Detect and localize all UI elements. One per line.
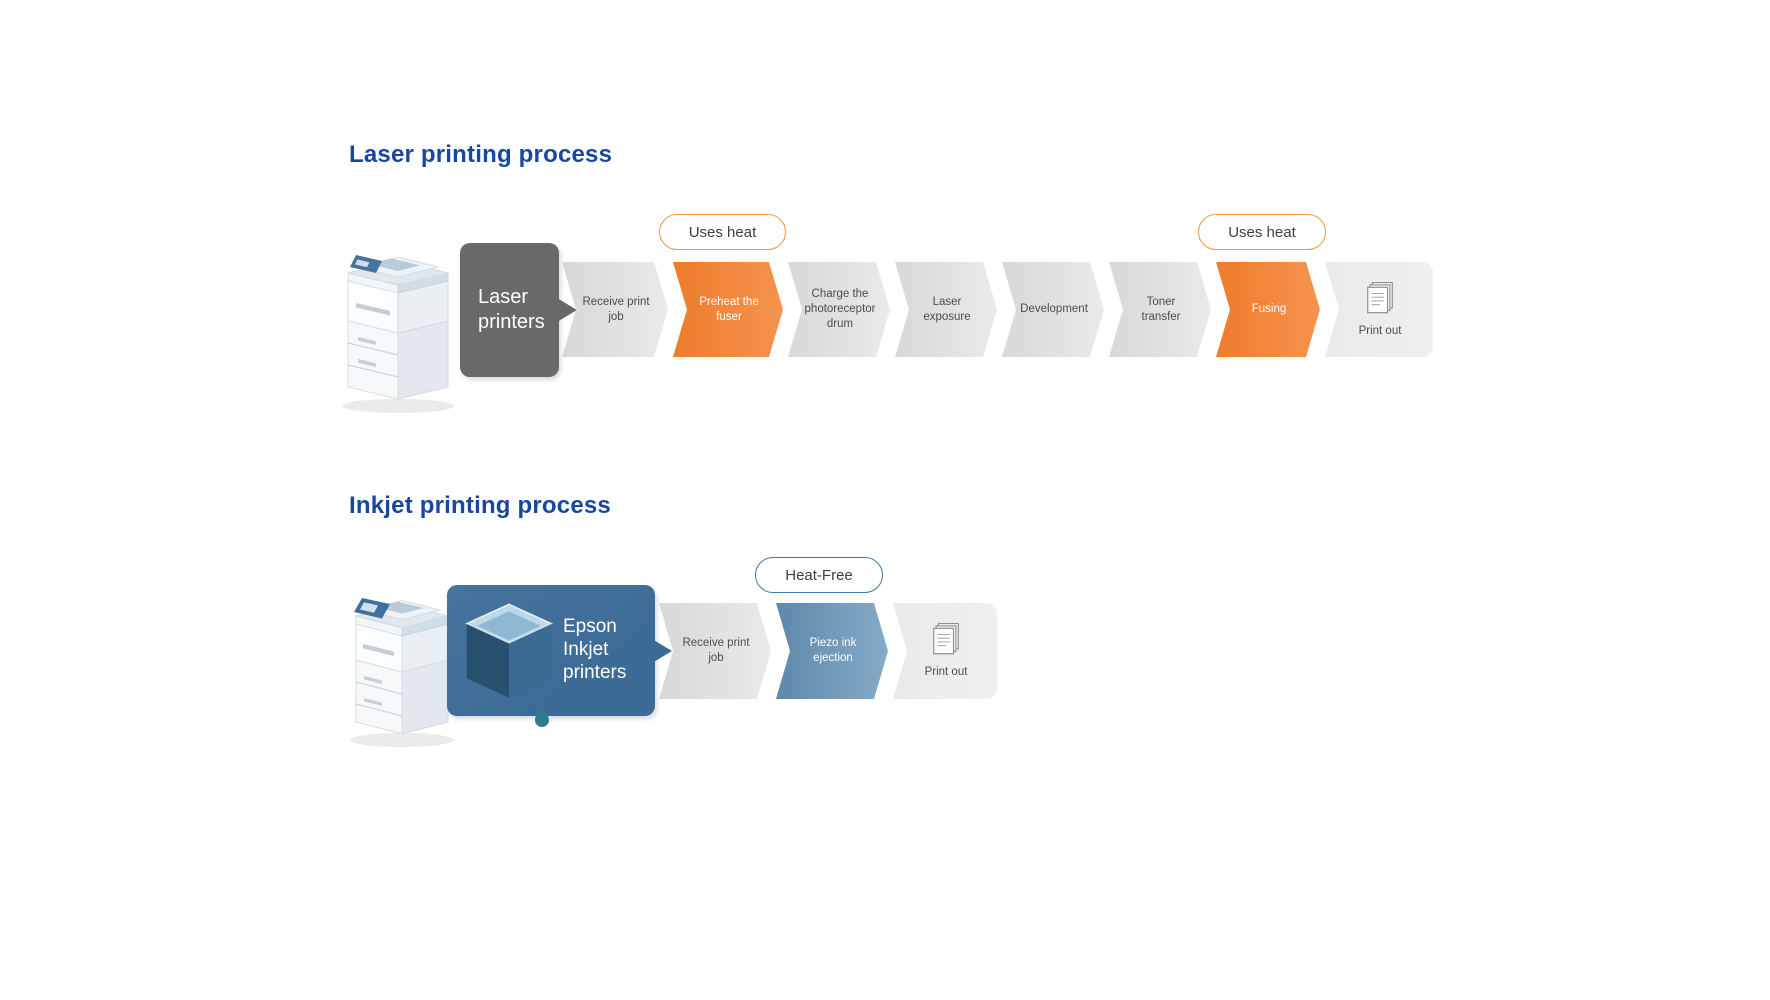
uses-heat-badge: Uses heat [1198, 214, 1326, 250]
inkjet-printer-illustration [344, 548, 462, 753]
printhead-cube-icon [463, 599, 555, 703]
step-fusing: Fusing [1216, 262, 1320, 357]
laser-process-strip: Receive print job Preheat the fuser Char… [562, 262, 1433, 357]
step-laser-exposure: Laser exposure [895, 262, 997, 357]
inkjet-process-strip: Receive print job Piezo ink ejection Pri… [659, 603, 997, 699]
laser-printers-box: Laser printers [460, 243, 559, 377]
step-label: Development [1020, 303, 1088, 316]
badge-label: Heat-Free [785, 566, 853, 584]
badge-label: Uses heat [1228, 223, 1296, 241]
uses-heat-badge: Uses heat [659, 214, 786, 250]
step-print-out: Print out [1325, 262, 1433, 357]
inkjet-section-title: Inkjet printing process [349, 492, 611, 519]
step-label: Preheat the fuser [699, 295, 759, 323]
step-toner-transfer: Toner transfer [1109, 262, 1211, 357]
paper-stack-icon [1364, 281, 1396, 319]
step-label: Receive print job [682, 637, 750, 664]
step-preheat-fuser: Preheat the fuser [673, 262, 783, 357]
step-label: Piezo ink ejection [809, 637, 857, 664]
step-label: Receive print job [582, 295, 650, 323]
step-label: Laser exposure [923, 295, 971, 323]
step-label: Fusing [1251, 303, 1287, 316]
laser-section-title: Laser printing process [349, 141, 613, 168]
box-label: Epson Inkjet printers [563, 616, 627, 683]
step-print-out: Print out [893, 603, 997, 699]
badge-label: Uses heat [688, 223, 757, 241]
step-piezo-ink-ejection: Piezo ink ejection [776, 603, 888, 699]
epson-inkjet-box: Epson Inkjet printers [447, 585, 655, 716]
laser-printer-illustration [336, 203, 461, 420]
step-receive-print-job: Receive print job [659, 603, 771, 699]
step-label: Print out [924, 666, 968, 679]
laser-box-arrow [557, 298, 577, 322]
box-label: Laser printers [478, 286, 545, 333]
step-development: Development [1002, 262, 1104, 357]
ink-drop-icon [533, 704, 551, 733]
step-charge-photoreceptor-drum: Charge the photoreceptor drum [788, 262, 890, 357]
step-label: Print out [1358, 324, 1402, 337]
step-receive-print-job: Receive print job [562, 262, 668, 357]
heat-free-badge: Heat-Free [755, 557, 883, 593]
step-label: Charge the photoreceptor drum [804, 288, 876, 330]
paper-stack-icon [930, 622, 962, 660]
inkjet-box-arrow [652, 639, 672, 663]
step-label: Toner transfer [1141, 295, 1181, 323]
